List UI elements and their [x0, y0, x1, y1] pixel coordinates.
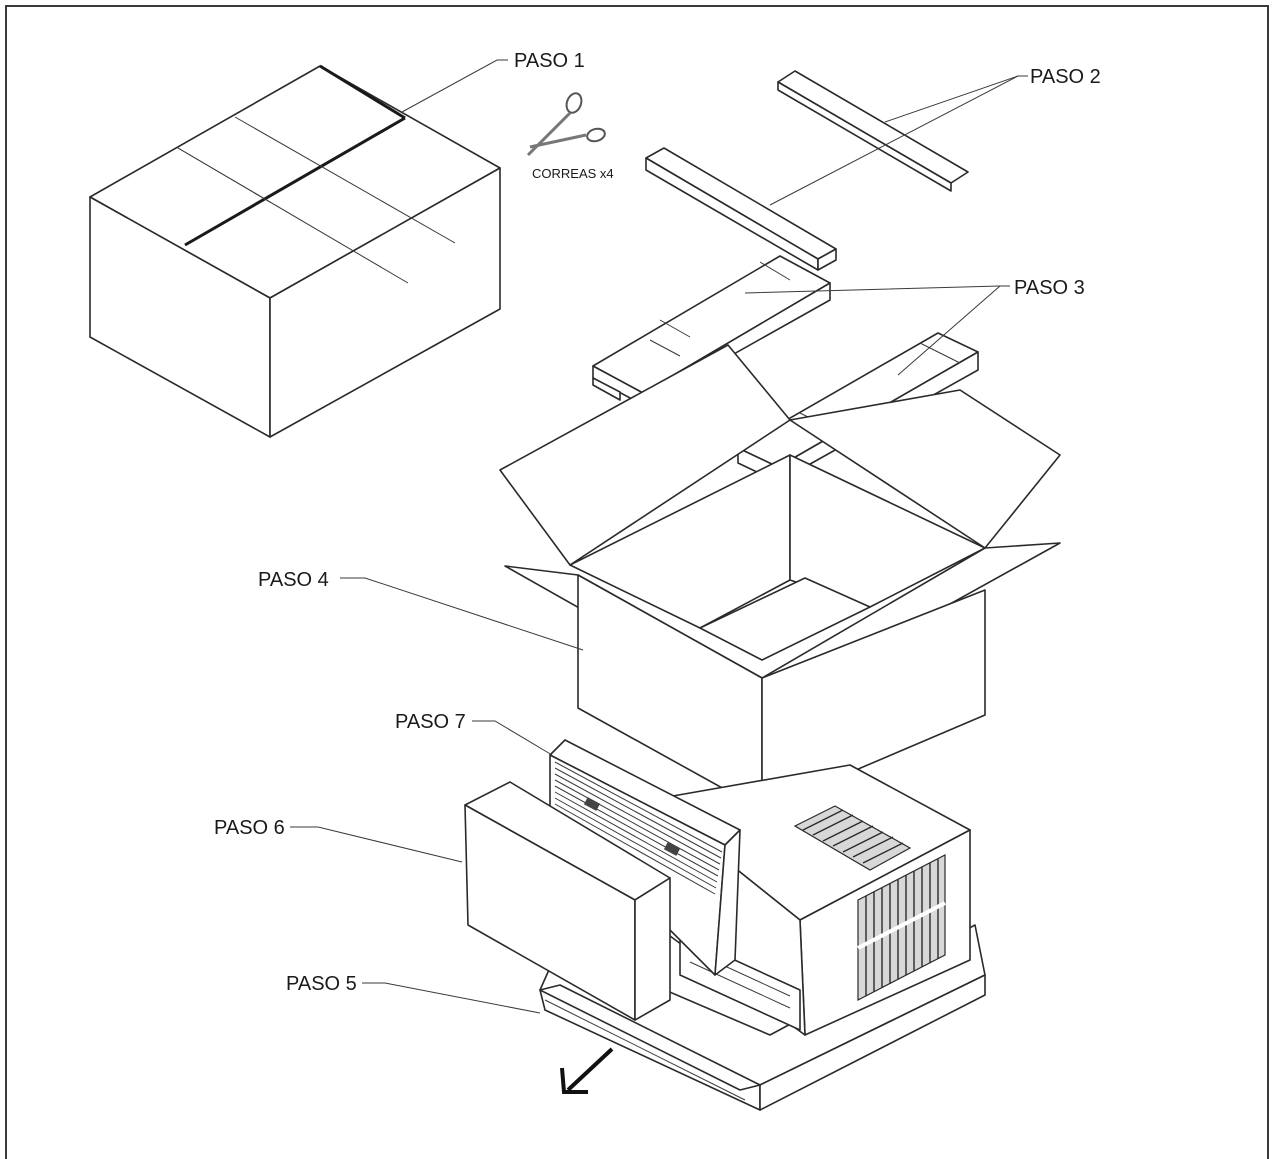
leader-lines — [290, 59, 1028, 1014]
step1-label: PASO 1 — [514, 50, 585, 72]
air-conditioner-unit — [539, 764, 986, 1111]
top-vent-slats — [802, 809, 904, 864]
scissors-icon — [526, 92, 606, 157]
step2-label: PASO 2 — [1030, 66, 1101, 88]
arrow-down-left-icon — [560, 1047, 614, 1094]
grille-louvers — [554, 761, 723, 895]
box-straps — [177, 147, 271, 203]
open-carton — [499, 344, 1061, 811]
step7-label: PASO 7 — [395, 711, 466, 733]
accessory-box — [464, 781, 671, 1021]
base-tray-piece — [539, 984, 761, 1101]
side-grille — [857, 854, 946, 1001]
closed-shipping-box — [89, 64, 501, 438]
step6-label: PASO 6 — [214, 817, 285, 839]
straps-label: CORREAS x4 — [532, 166, 614, 181]
step4-label: PASO 4 — [258, 569, 329, 591]
step5-label: PASO 5 — [286, 973, 357, 995]
top-board-left — [645, 147, 837, 271]
step3-label: PASO 3 — [1014, 277, 1085, 299]
diagram-frame — [5, 5, 1269, 1159]
top-board-right — [777, 70, 969, 192]
